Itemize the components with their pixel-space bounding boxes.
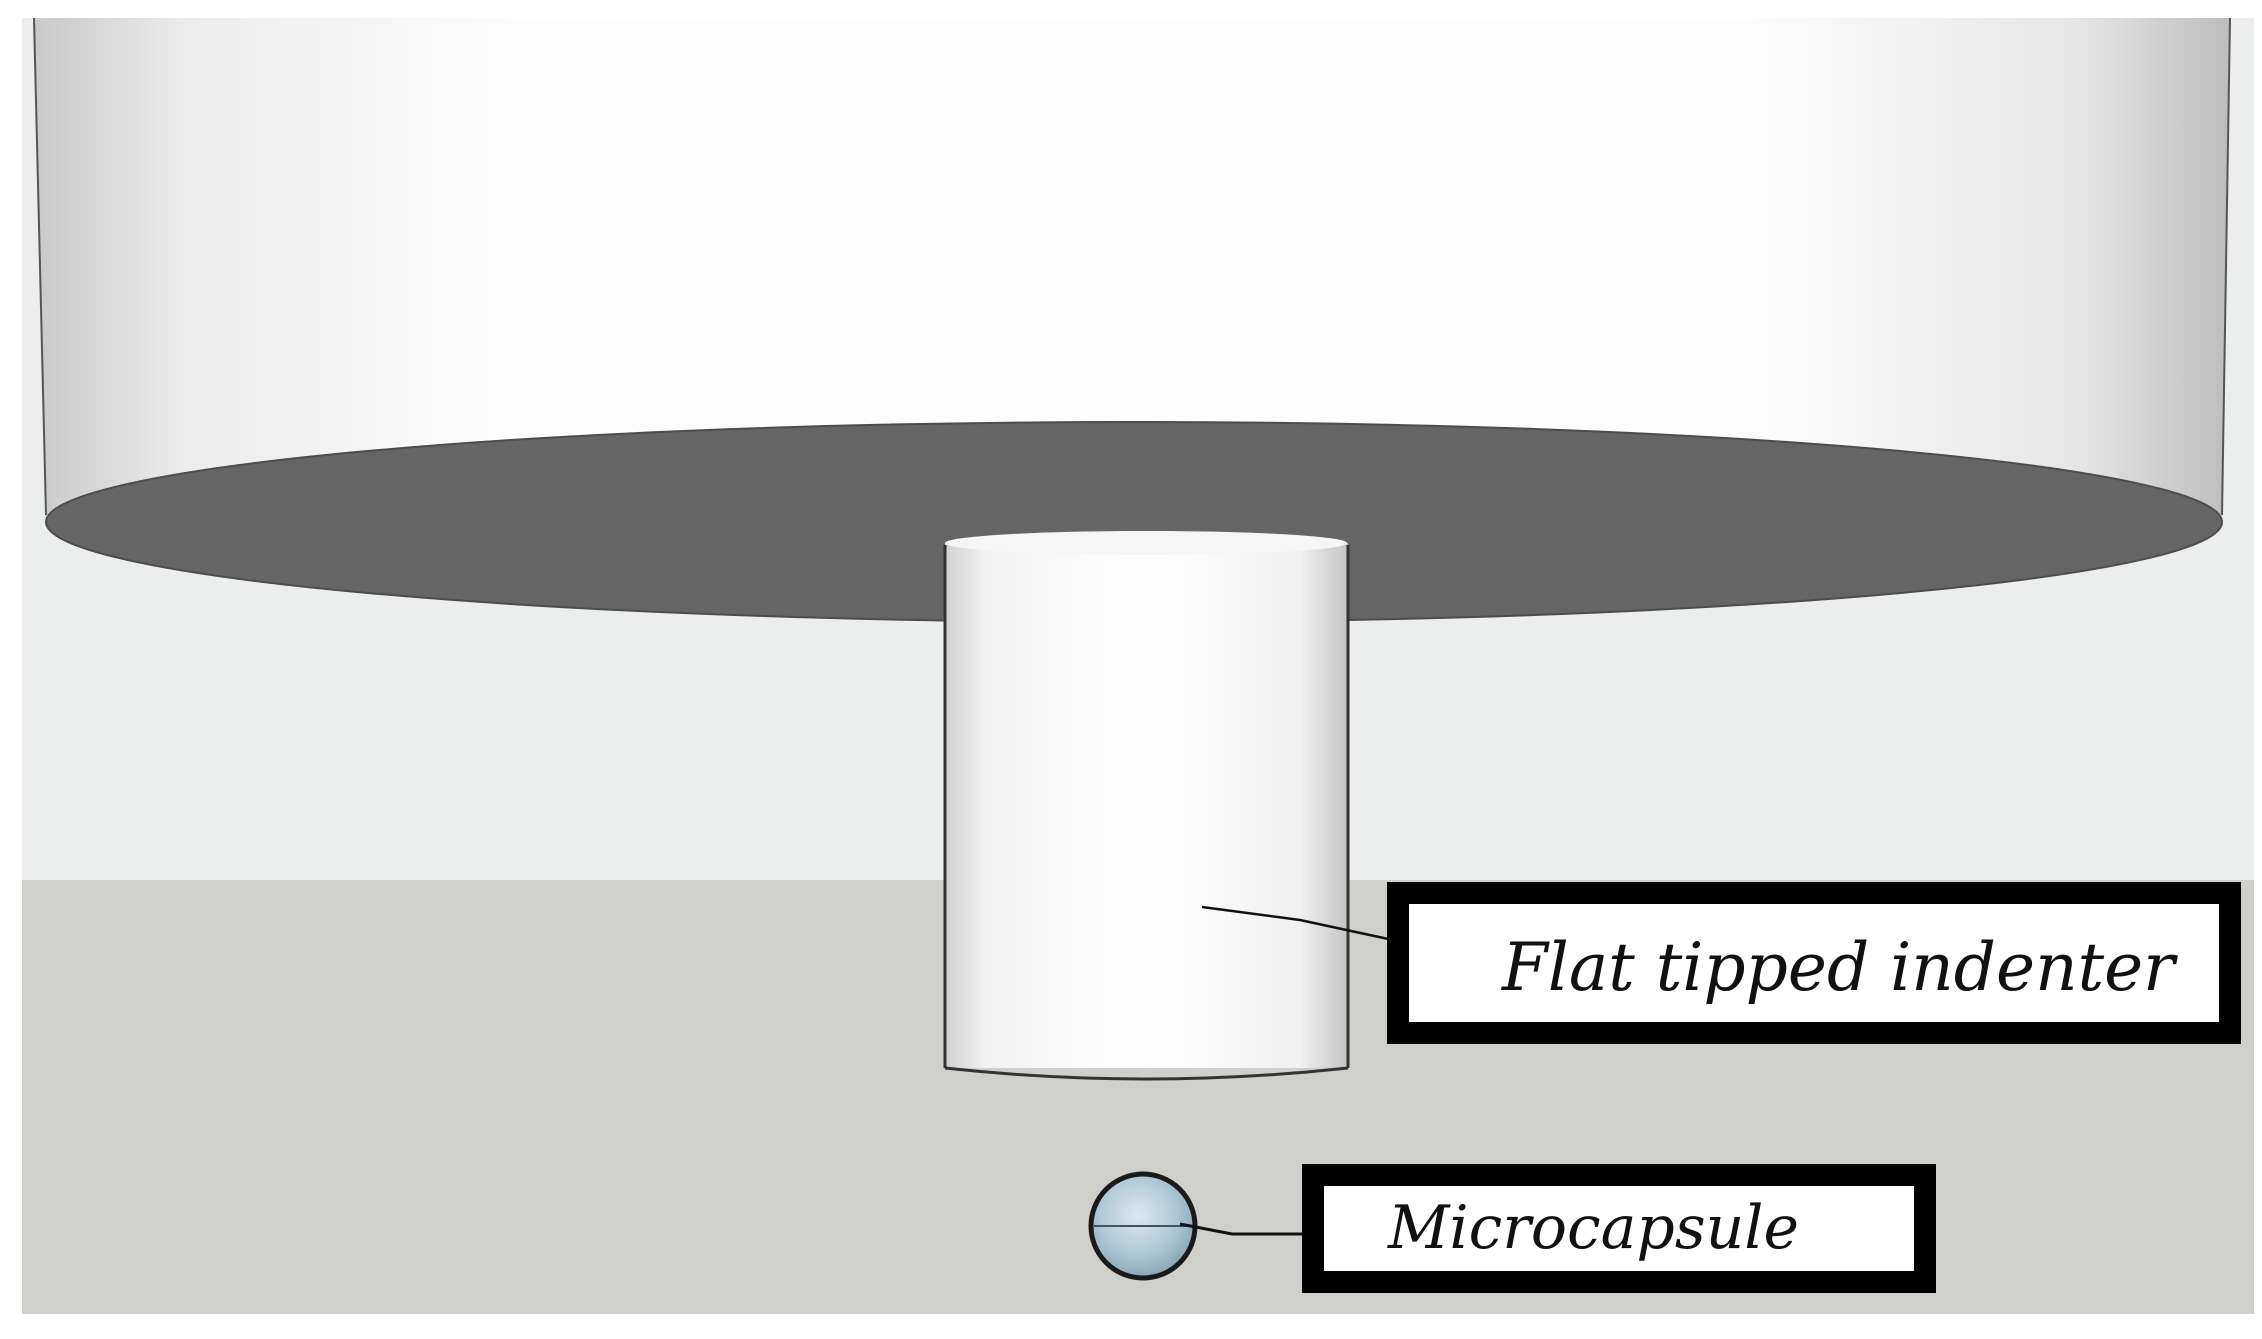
indenter-tip-top: [945, 531, 1347, 555]
base-cylinder-right-edge: [2221, 17, 2231, 516]
base-cylinder-left-edge: [33, 17, 47, 516]
indenter-tip-bottom-edge: [944, 1066, 1349, 1081]
indenter-tip-body: [945, 543, 1348, 1068]
indenter-label: Flat tipped indenter: [1501, 929, 2178, 1006]
indenter-label-box: [1387, 882, 2241, 1044]
capsule-label: Microcapsule: [1387, 1193, 1799, 1263]
capsule-leader-line: [1179, 1222, 1308, 1236]
capsule-label-box: [1302, 1164, 1936, 1293]
indenter-leader-line: [1201, 905, 1394, 942]
base-cylinder-body: [34, 18, 2230, 515]
